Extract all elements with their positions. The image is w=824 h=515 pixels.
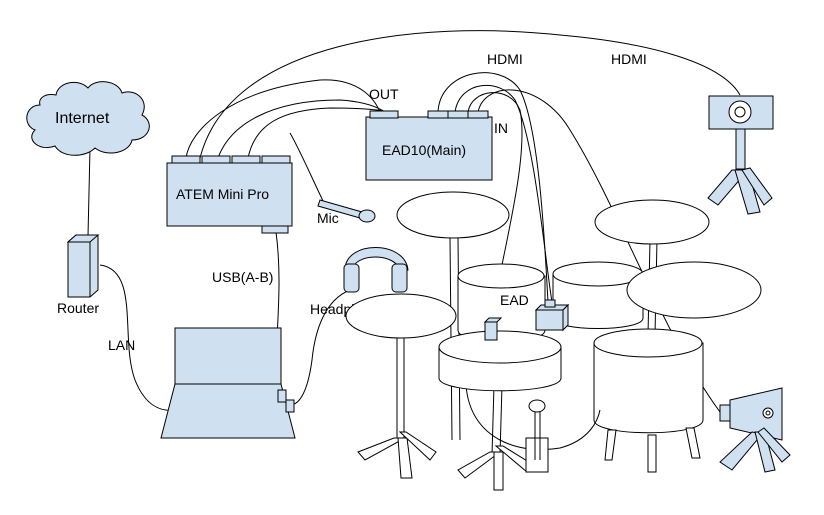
mic-label: Mic xyxy=(317,210,339,226)
internet-label: Internet xyxy=(55,110,110,127)
router-label: Router xyxy=(57,300,99,316)
internet-router-cable xyxy=(87,147,91,237)
ead10-main-device xyxy=(365,110,493,181)
camera-icon xyxy=(708,95,774,170)
lan-cable xyxy=(99,264,176,411)
atem-ead-cable-1 xyxy=(185,79,381,159)
mic-icon xyxy=(317,199,376,223)
side-camera-icon xyxy=(719,387,791,473)
ead-sensor xyxy=(534,299,570,332)
hdmi-label-2: HDMI xyxy=(611,51,647,67)
hdmi-camera-cable xyxy=(199,30,741,159)
atem-ead-cable-3 xyxy=(247,107,391,159)
lan-label: LAN xyxy=(108,337,135,353)
out-label: OUT xyxy=(369,86,399,102)
ead-label: EAD xyxy=(500,292,529,308)
cloud-icon xyxy=(26,81,150,156)
hdmi-label-1: HDMI xyxy=(487,51,523,67)
tripod-icon xyxy=(707,167,773,215)
ead-main-label: EAD10(Main) xyxy=(382,142,466,158)
atem-device xyxy=(166,155,293,234)
in-label: IN xyxy=(494,120,508,136)
usb-label: USB(A-B) xyxy=(212,269,273,285)
ead-sensor-small xyxy=(483,317,503,341)
headphone-cable xyxy=(289,289,351,406)
router-icon xyxy=(66,234,100,298)
laptop-icon xyxy=(160,327,296,439)
mic-cable xyxy=(289,132,326,206)
atem-label: ATEM Mini Pro xyxy=(176,186,269,202)
atem-ead-cable-2 xyxy=(217,99,386,159)
drum-kit xyxy=(345,191,762,491)
